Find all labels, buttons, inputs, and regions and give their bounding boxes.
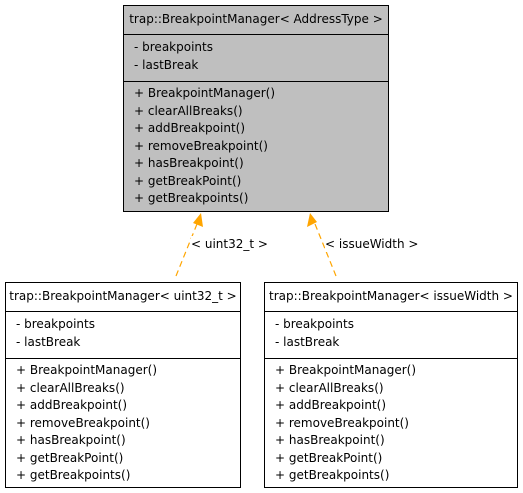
edge-label-issuewidth: < issueWidth >: [325, 236, 419, 252]
attribute: - lastBreak: [134, 57, 199, 72]
attribute: - breakpoints: [275, 317, 354, 331]
operation: + getBreakpoints(): [275, 468, 390, 482]
operation: + BreakpointManager(): [134, 86, 276, 100]
attribute: - lastBreak: [275, 334, 340, 349]
instance-class-issuewidth-title: trap::BreakpointManager< issueWidth >: [265, 283, 517, 312]
operation: + BreakpointManager(): [16, 363, 158, 377]
instance-class-issuewidth-attributes: - breakpoints - lastBreak: [265, 312, 517, 359]
instance-class-uint32-title: trap::BreakpointManager< uint32_t >: [6, 283, 240, 312]
template-class-attributes: - breakpoints - lastBreak: [124, 35, 388, 82]
instance-class-uint32-attributes: - breakpoints - lastBreak: [6, 312, 240, 359]
operation: + hasBreakpoint(): [275, 433, 385, 447]
edge-issuewidth-arrowhead: [307, 213, 317, 227]
operation: + removeBreakpoint(): [16, 415, 150, 430]
operation: + addBreakpoint(): [275, 398, 387, 412]
operation: + hasBreakpoint(): [16, 433, 126, 447]
instance-class-issuewidth-box[interactable]: trap::BreakpointManager< issueWidth > - …: [264, 282, 518, 488]
instance-class-uint32-box[interactable]: trap::BreakpointManager< uint32_t > - br…: [5, 282, 241, 488]
operation: + hasBreakpoint(): [134, 156, 244, 170]
operation: + getBreakPoint(): [275, 450, 383, 465]
attribute: - breakpoints: [16, 317, 95, 331]
operation: + addBreakpoint(): [134, 121, 246, 135]
instance-class-issuewidth-operations: + BreakpointManager() + clearAllBreaks()…: [265, 359, 517, 485]
edge-label-uint32: < uint32_t >: [191, 236, 268, 252]
attribute: - breakpoints: [134, 40, 213, 54]
operation: + getBreakPoint(): [16, 450, 124, 465]
operation: + clearAllBreaks(): [275, 380, 384, 395]
template-class-operations: + BreakpointManager() + clearAllBreaks()…: [124, 82, 388, 208]
operation: + clearAllBreaks(): [134, 103, 243, 118]
operation: + getBreakpoints(): [16, 468, 131, 482]
operation: + getBreakPoint(): [134, 173, 242, 188]
template-class-title: trap::BreakpointManager< AddressType >: [124, 6, 388, 35]
operation: + removeBreakpoint(): [134, 138, 268, 153]
instance-class-uint32-operations: + BreakpointManager() + clearAllBreaks()…: [6, 359, 240, 485]
edge-uint32-arrowhead: [193, 213, 203, 227]
attribute: - lastBreak: [16, 334, 81, 349]
operation: + BreakpointManager(): [275, 363, 417, 377]
operation: + clearAllBreaks(): [16, 380, 125, 395]
template-class-box[interactable]: trap::BreakpointManager< AddressType > -…: [123, 5, 389, 212]
operation: + addBreakpoint(): [16, 398, 128, 412]
operation: + removeBreakpoint(): [275, 415, 409, 430]
operation: + getBreakpoints(): [134, 191, 249, 205]
